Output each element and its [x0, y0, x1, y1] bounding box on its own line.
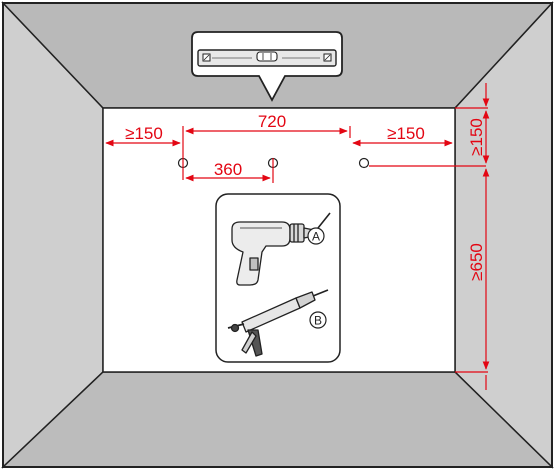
drill-icon	[231, 212, 331, 286]
dimension-720-label: 720	[258, 112, 286, 131]
tool-badge-a	[307, 227, 325, 245]
dimension-top-clearance-label: ≥150	[467, 118, 486, 156]
dimension-floor-clearance-label: ≥650	[467, 243, 486, 281]
dimension-360-label: 360	[214, 160, 242, 179]
drill-hole	[358, 157, 370, 169]
dimensions	[105, 83, 490, 390]
tools-panel: A B	[215, 193, 341, 363]
tool-badge-a-label: A	[312, 230, 320, 244]
spirit-level-icon	[197, 49, 337, 67]
spirit-level-callout	[191, 31, 343, 102]
dimension-left-clearance-label: ≥150	[125, 124, 163, 143]
tool-badge-b	[309, 311, 327, 329]
dimension-right-clearance-label: ≥150	[387, 124, 425, 143]
caulking-gun-icon	[227, 289, 329, 357]
tool-badge-b-label: B	[314, 314, 322, 328]
